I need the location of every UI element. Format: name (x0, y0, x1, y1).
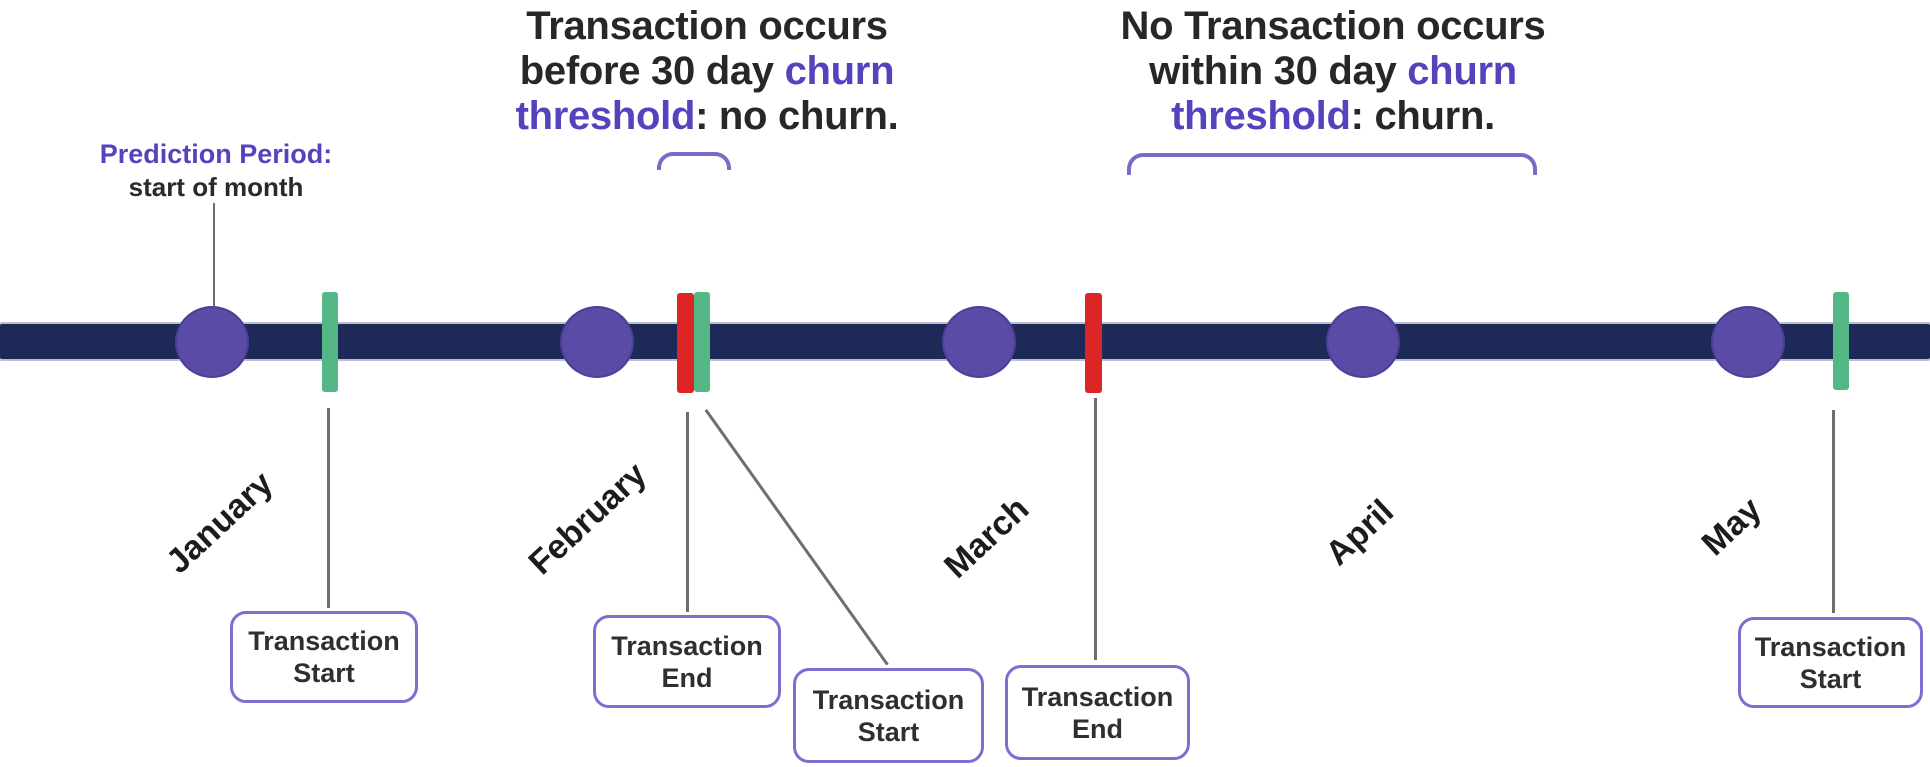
churn-annotation: No Transaction occurs within 30 day chur… (1073, 4, 1593, 139)
transaction-start-box-may: Transaction Start (1738, 617, 1923, 708)
transaction-start-marker-february (694, 292, 710, 392)
month-dot-april (1326, 306, 1400, 378)
transaction-end-marker-march (1085, 293, 1102, 393)
month-label-february: February (521, 455, 654, 583)
month-dot-january (175, 306, 249, 378)
transaction-start-marker-may (1833, 292, 1849, 390)
month-label-january: January (159, 464, 281, 581)
long-churn-window-brace (1127, 153, 1537, 175)
may-start-connector-line (1832, 410, 1835, 613)
churn-line-2: within 30 day churn (1149, 49, 1517, 93)
january-start-connector-line (327, 408, 330, 608)
transaction-end-marker-february (677, 293, 694, 393)
no-churn-line-2: before 30 day churn (519, 49, 895, 93)
churn-line-1: No Transaction occurs (1120, 4, 1546, 48)
transaction-end-box-march: Transaction End (1005, 665, 1190, 760)
february-end-connector-line (686, 412, 689, 612)
month-dot-march (942, 306, 1016, 378)
transaction-start-box-january: Transaction Start (230, 611, 418, 703)
short-churn-window-brace (657, 152, 731, 170)
prediction-period-title: Prediction Period: (99, 139, 333, 169)
no-churn-line-3: threshold: no churn. (515, 94, 899, 138)
month-label-april: April (1318, 492, 1401, 573)
transaction-start-marker-january (322, 292, 338, 392)
no-churn-annotation: Transaction occurs before 30 day churn t… (447, 4, 967, 139)
churn-line-3: threshold: churn. (1171, 94, 1495, 138)
prediction-period-connector-line (213, 203, 215, 306)
transaction-start-box-february: Transaction Start (793, 668, 984, 763)
no-churn-line-1: Transaction occurs (526, 4, 888, 48)
month-label-may: May (1694, 490, 1769, 564)
prediction-period-subtitle: start of month (128, 172, 304, 202)
month-dot-may (1711, 306, 1785, 378)
transaction-end-box-february: Transaction End (593, 615, 781, 708)
month-dot-february (560, 306, 634, 378)
march-end-connector-line (1094, 398, 1097, 660)
prediction-period-label: Prediction Period: start of month (66, 138, 366, 204)
month-label-march: March (937, 489, 1037, 586)
